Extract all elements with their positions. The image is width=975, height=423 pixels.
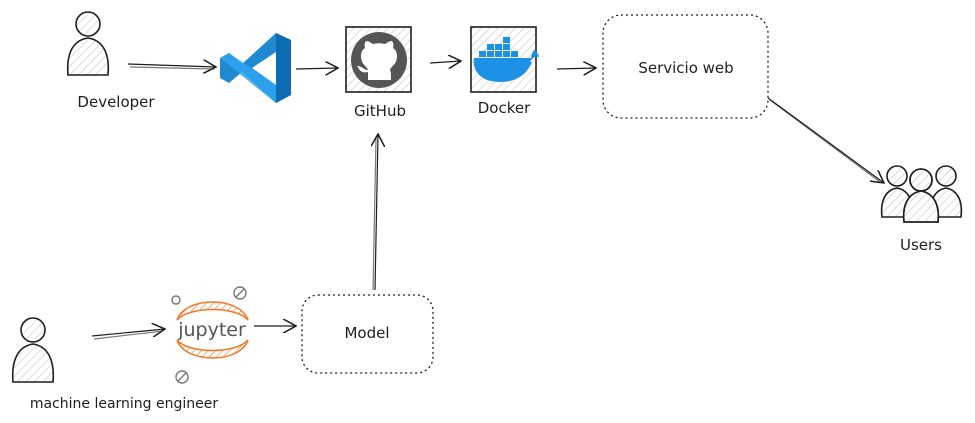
person-icon: [11, 317, 55, 383]
users-group-icon: [880, 165, 963, 223]
jupyter-node[interactable]: jupyter: [171, 286, 249, 384]
web-service-label: Servicio web: [638, 59, 733, 77]
edge-docker-webservice: [556, 68, 596, 69]
person-icon: [66, 11, 110, 76]
ml-engineer-label: machine learning engineer: [30, 396, 219, 412]
edge-mlengineer-jupyter: [91, 329, 165, 336]
github-label: GitHub: [354, 102, 406, 120]
vscode-icon: [220, 33, 291, 103]
jupyter-icon: [171, 286, 249, 384]
github-node[interactable]: GitHub: [345, 26, 412, 120]
developer-node[interactable]: Developer: [66, 11, 156, 111]
vscode-node[interactable]: [220, 33, 291, 103]
developer-label: Developer: [77, 93, 155, 111]
edge-vscode-github: [295, 68, 338, 69]
docker-node[interactable]: Docker: [470, 26, 539, 117]
edges: [91, 61, 884, 340]
ml-engineer-node[interactable]: machine learning engineer: [11, 317, 219, 412]
jupyter-label: jupyter: [177, 319, 246, 341]
users-node[interactable]: Users: [880, 165, 963, 254]
model-label: Model: [344, 324, 389, 342]
web-service-node[interactable]: Servicio web: [602, 14, 769, 119]
model-node[interactable]: Model: [301, 294, 434, 374]
edge-webservice-users: [767, 97, 884, 183]
edge-developer-vscode: [127, 64, 216, 67]
edge-model-github: [375, 134, 378, 291]
docker-label: Docker: [478, 99, 531, 117]
edge-github-docker: [429, 61, 461, 63]
users-label: Users: [900, 236, 942, 254]
docker-icon: [470, 26, 539, 93]
github-icon: [345, 26, 412, 93]
